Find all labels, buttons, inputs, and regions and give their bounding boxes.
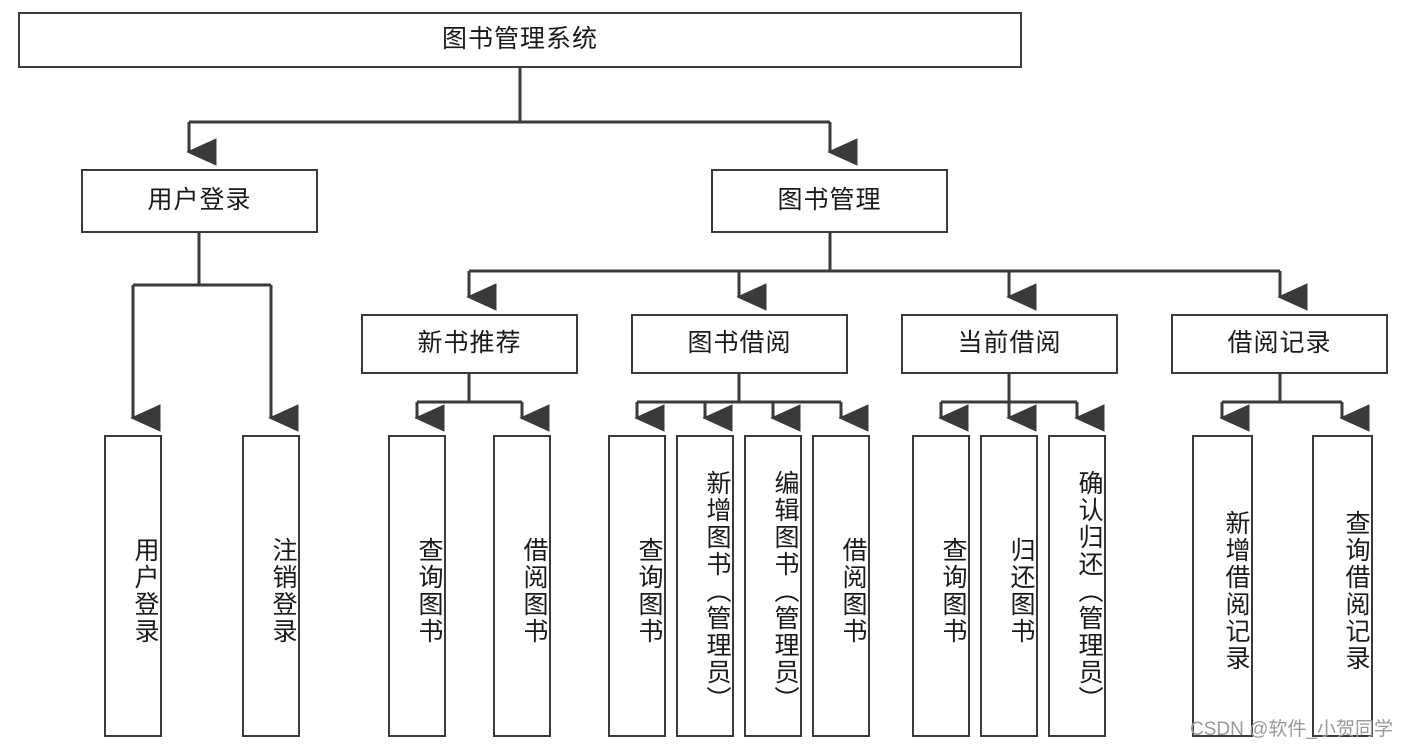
leaf-borrow-record-query-record[interactable]: 查询借阅记录 <box>1312 435 1373 737</box>
leaf-user-login-logout[interactable]: 注销登录 <box>242 435 300 737</box>
leaf-current-borrow-query-book[interactable]: 查询图书 <box>912 435 970 737</box>
csdn-watermark: CSDN @软件_小贺同学 <box>1190 719 1393 740</box>
leaf-user-login-login[interactable]: 用户登录 <box>104 435 162 737</box>
node-user-login[interactable]: 用户登录 <box>81 169 318 233</box>
node-book-management[interactable]: 图书管理 <box>711 169 948 233</box>
node-book-borrow[interactable]: 图书借阅 <box>631 314 848 374</box>
leaf-current-borrow-return-book[interactable]: 归还图书 <box>980 435 1038 737</box>
node-root-library-management-system[interactable]: 图书管理系统 <box>18 12 1022 68</box>
leaf-borrow-record-add-record[interactable]: 新增借阅记录 <box>1192 435 1253 737</box>
leaf-book-borrow-borrow-book[interactable]: 借阅图书 <box>812 435 870 737</box>
leaf-book-borrow-edit-book-admin[interactable]: 编辑图书（管理员） <box>744 435 802 737</box>
node-borrow-record[interactable]: 借阅记录 <box>1171 314 1388 374</box>
leaf-book-borrow-query-book[interactable]: 查询图书 <box>608 435 666 737</box>
node-current-borrow[interactable]: 当前借阅 <box>901 314 1118 374</box>
leaf-new-book-query-book[interactable]: 查询图书 <box>388 435 446 737</box>
leaf-current-borrow-confirm-return-admin[interactable]: 确认归还（管理员） <box>1048 435 1106 737</box>
node-new-book-recommendation[interactable]: 新书推荐 <box>361 314 578 374</box>
leaf-new-book-borrow-book[interactable]: 借阅图书 <box>493 435 551 737</box>
leaf-book-borrow-add-book-admin[interactable]: 新增图书（管理员） <box>676 435 734 737</box>
